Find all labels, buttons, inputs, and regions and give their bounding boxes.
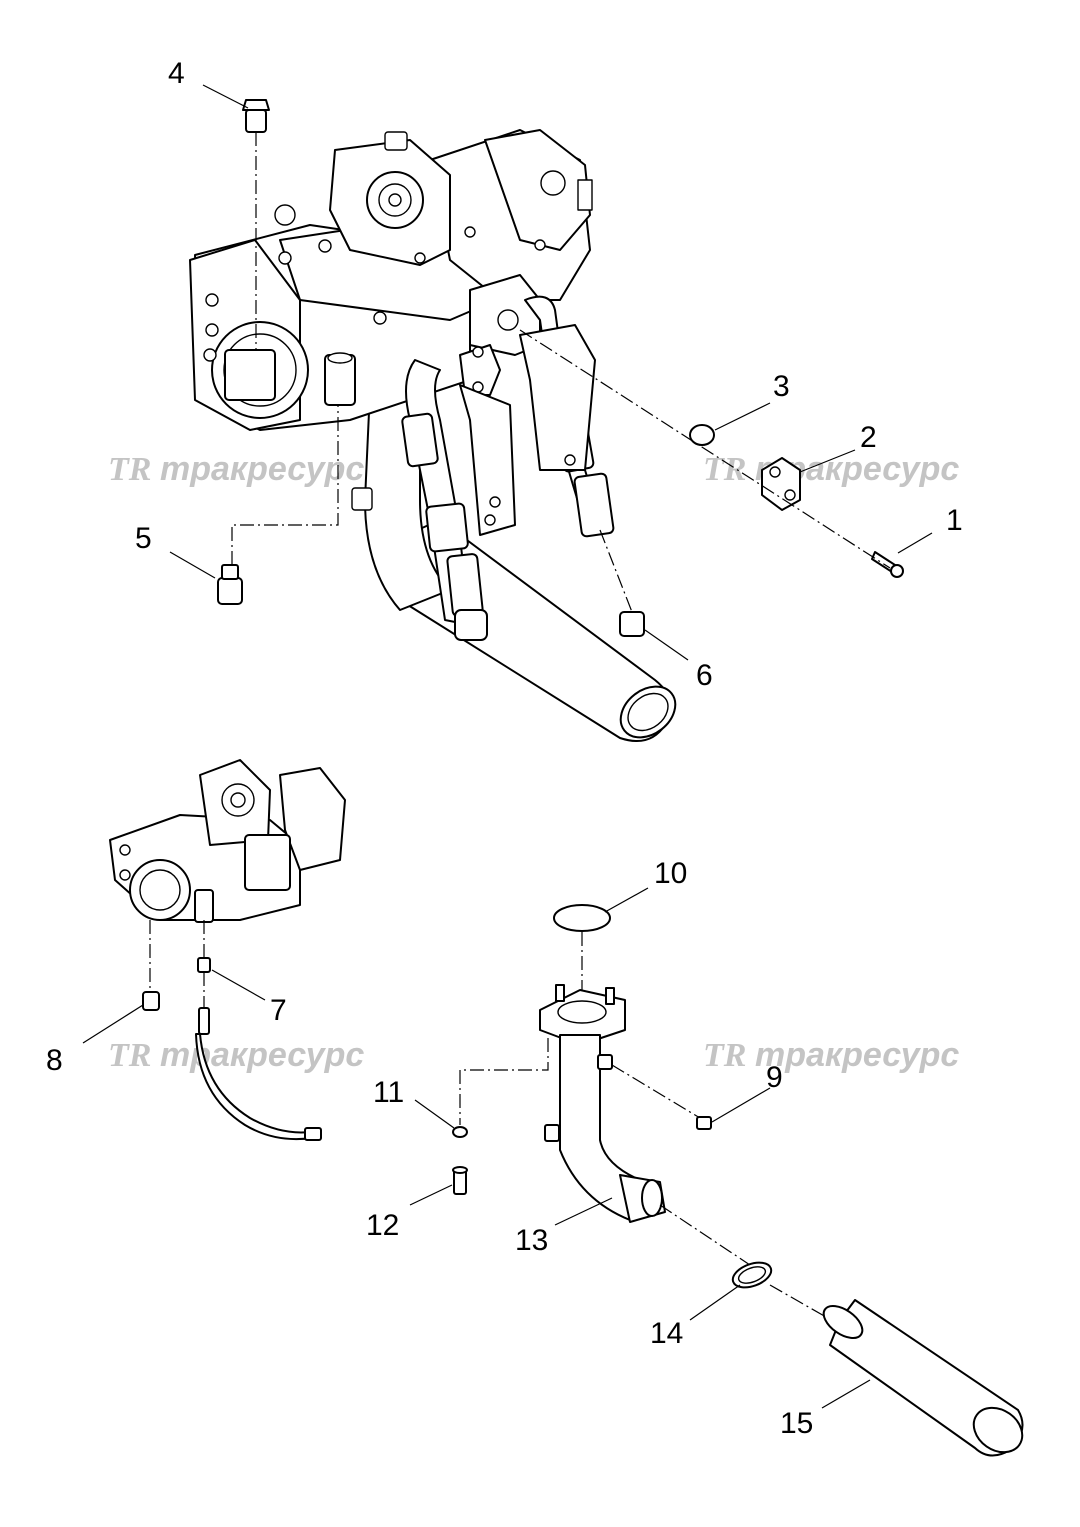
leader-4: [202, 84, 249, 109]
callout-13: 13: [515, 1224, 548, 1257]
part-13-elbow: [539, 984, 666, 1223]
pump-assembly-small: [109, 759, 346, 923]
leader-8: [82, 1004, 144, 1044]
watermark-text: тракресурс: [160, 1036, 364, 1074]
part-4-fitting: [242, 99, 270, 133]
leader-5: [169, 551, 216, 579]
leader-13: [554, 1197, 613, 1226]
leader-11: [414, 1099, 455, 1129]
guide-line-9: [611, 1064, 701, 1119]
leader-6: [644, 629, 689, 661]
callout-3: 3: [773, 370, 790, 403]
leader-9: [711, 1087, 771, 1123]
watermark-logo: TR: [108, 1037, 151, 1074]
callout-15: 15: [780, 1407, 813, 1440]
callout-9: 9: [766, 1061, 783, 1094]
leader-7: [211, 969, 266, 1001]
callout-11: 11: [373, 1076, 404, 1109]
part-14-ring: [731, 1261, 773, 1289]
callout-6: 6: [696, 659, 713, 692]
watermark-4: TR тракресурс: [703, 1036, 959, 1074]
part-10-gasket: [553, 904, 611, 932]
guide-line-11-12: [459, 1038, 549, 1125]
leader-10: [604, 887, 649, 913]
callout-2: 2: [860, 421, 877, 454]
guide-line-5: [231, 405, 339, 565]
part-15-tube: [822, 1299, 1024, 1457]
callout-5: 5: [135, 522, 152, 555]
part-11-washer: [452, 1126, 468, 1138]
callout-1: 1: [946, 504, 963, 537]
part-12-bolt: [452, 1166, 468, 1195]
callout-14: 14: [650, 1317, 683, 1350]
part-7-hose: [195, 957, 322, 1141]
watermark-3: TR тракресурс: [108, 1036, 364, 1074]
guide-line-1-3: [519, 329, 891, 569]
watermark-logo: TR: [108, 451, 151, 488]
leader-2: [799, 449, 856, 473]
leader-3: [714, 402, 771, 431]
watermark-logo: TR: [703, 451, 746, 488]
callout-8: 8: [46, 1044, 63, 1077]
leader-12: [409, 1184, 453, 1206]
part-1-bolt: [871, 551, 904, 578]
part-3-o-ring: [689, 424, 715, 446]
watermark-1: TR тракресурс: [108, 450, 364, 488]
callout-7: 7: [270, 994, 287, 1027]
callout-4: 4: [168, 57, 185, 90]
watermark-text: тракресурс: [160, 450, 364, 488]
part-6-plug: [619, 611, 645, 637]
watermark-text: тракресурс: [755, 1036, 959, 1074]
callout-10: 10: [654, 857, 687, 890]
guide-line-14: [659, 1204, 751, 1266]
guide-line-6: [599, 529, 633, 613]
watermark-logo: TR: [703, 1037, 746, 1074]
callout-12: 12: [366, 1209, 399, 1242]
leader-15: [821, 1379, 871, 1409]
watermark-2: TR тракресурс: [703, 450, 959, 488]
leader-14: [689, 1284, 741, 1321]
part-2-flange: [761, 457, 801, 511]
part-8-fitting: [142, 991, 160, 1011]
part-9-plug: [696, 1116, 712, 1130]
pump-assembly-main: [189, 129, 677, 742]
part-5-plug: [217, 564, 243, 605]
leader-1: [897, 532, 933, 554]
